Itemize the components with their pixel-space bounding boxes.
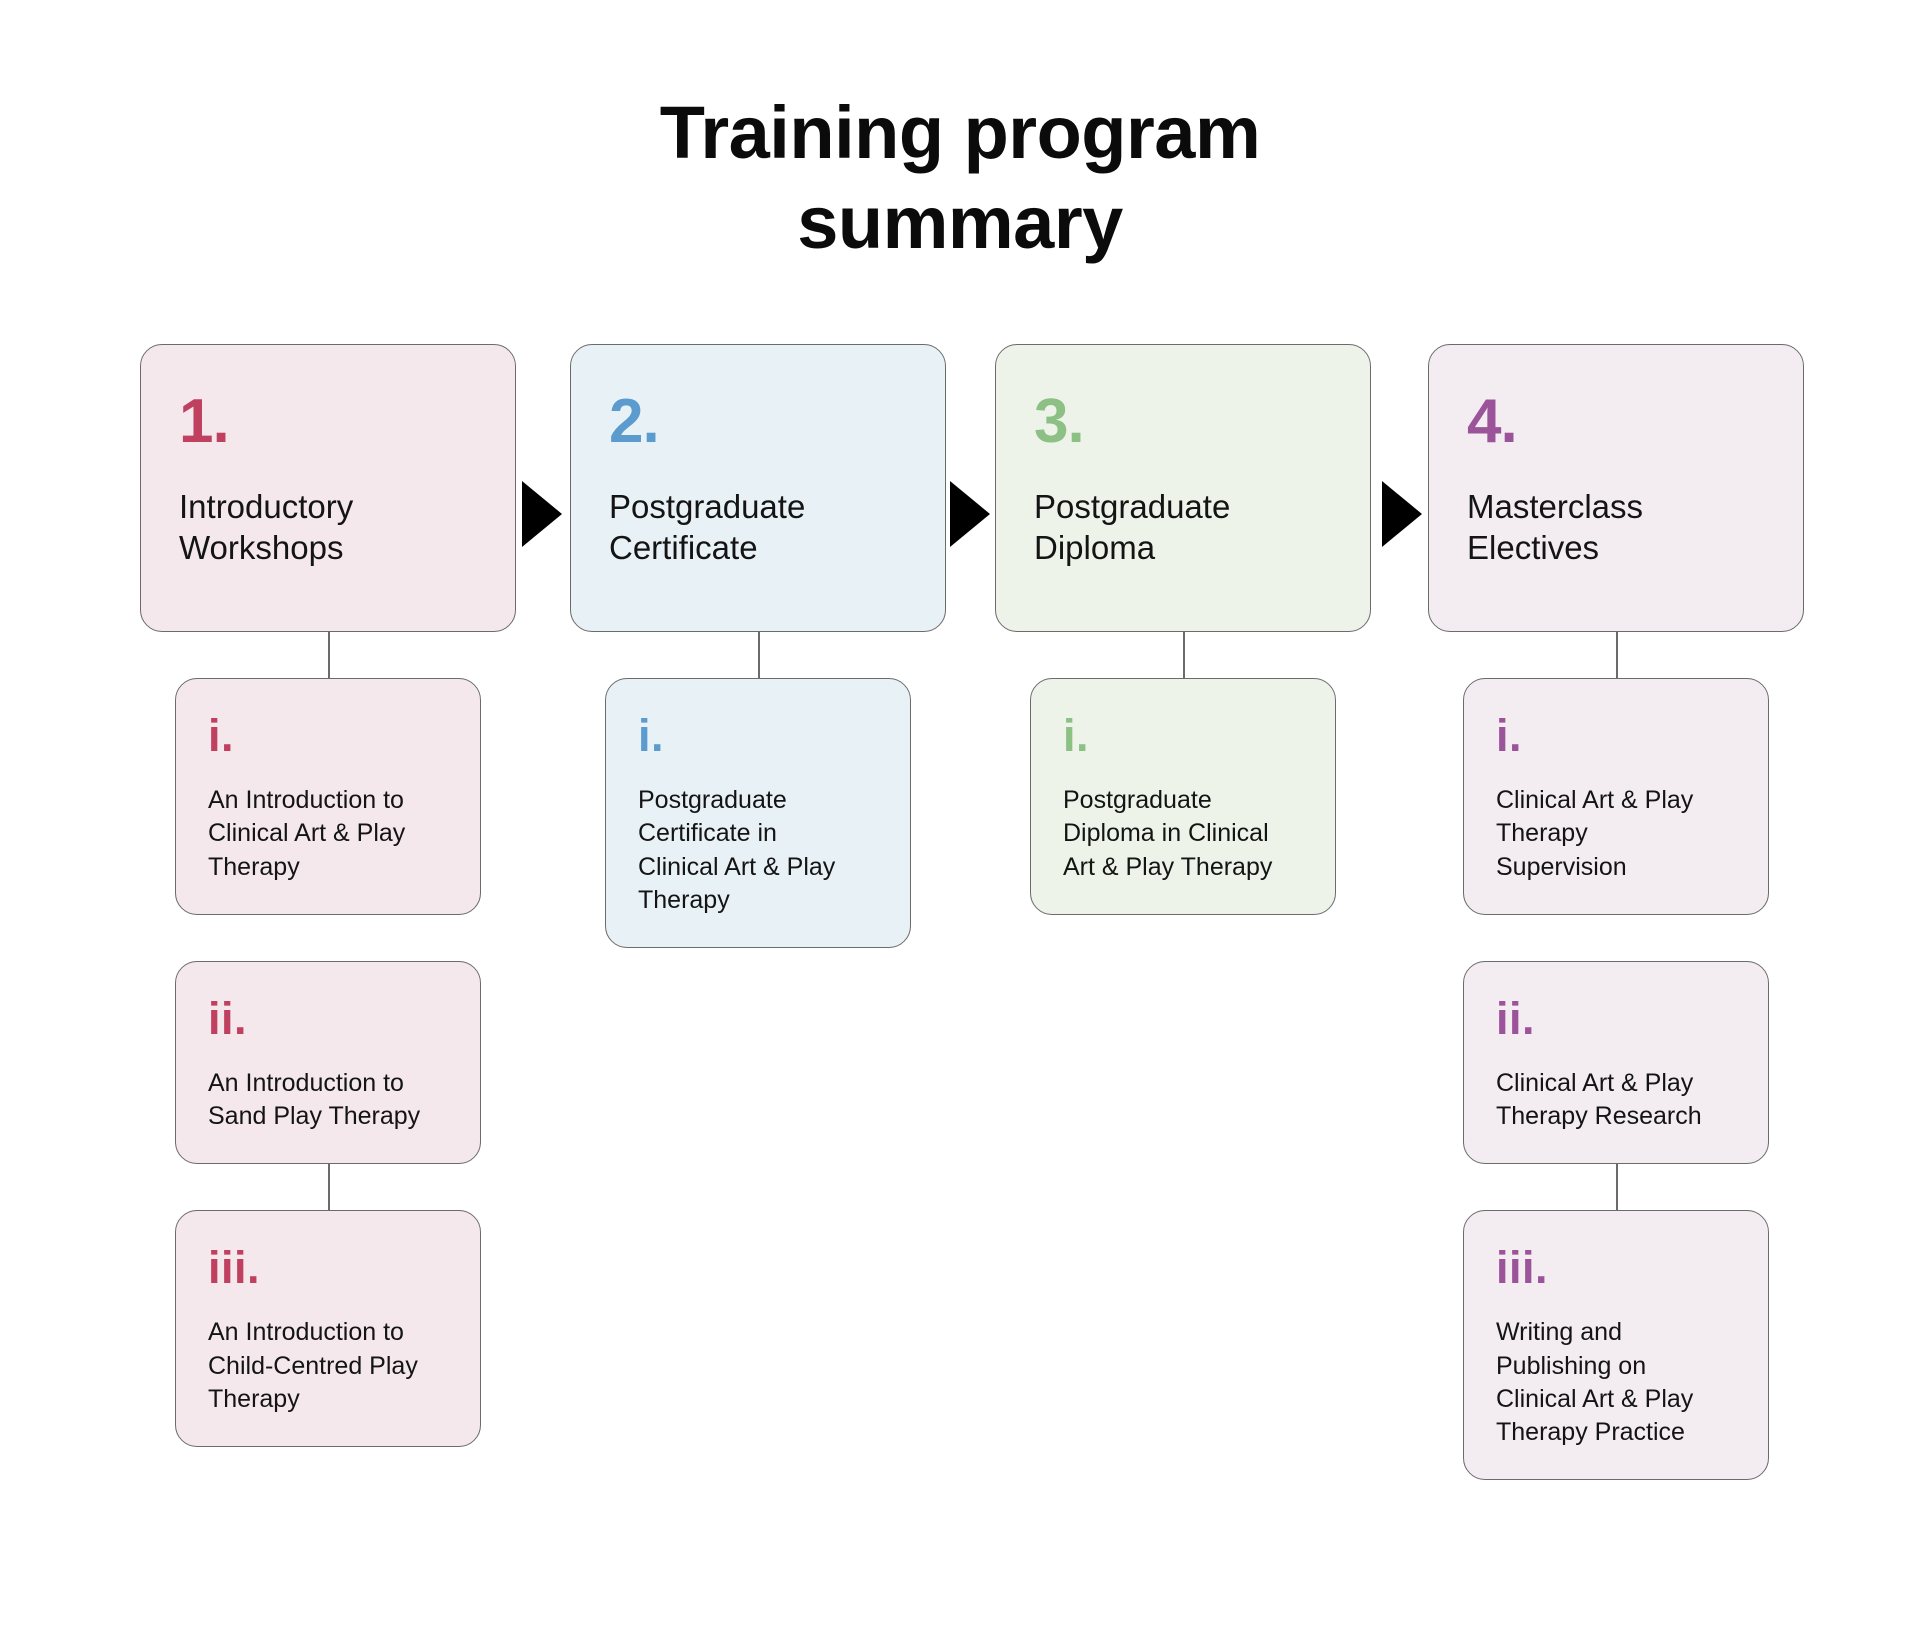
stage-1-item-iii-text: An Introduction to Child-Centred Play Th… — [208, 1318, 418, 1413]
arrow-right-icon-stage1-to-stage2 — [522, 481, 562, 547]
connector-stage4-to-item1 — [1616, 632, 1618, 678]
stage-4-item-i[interactable]: i. Clinical Art & Play Therapy Supervisi… — [1463, 678, 1769, 915]
stage-label-1: Introductory Workshops — [179, 488, 354, 566]
stage-4-item-iii-text: Writing and Publishing on Clinical Art &… — [1496, 1318, 1694, 1446]
page-title-line-1: Training program — [659, 90, 1261, 174]
stage-card-1[interactable]: 1. Introductory Workshops — [140, 344, 516, 632]
stage-1-item-i-text: An Introduction to Clinical Art & Play T… — [208, 786, 406, 881]
stage-1-item-list: i. An Introduction to Clinical Art & Pla… — [140, 678, 516, 1447]
stage-3-item-i[interactable]: i. Postgraduate Diploma in Clinical Art … — [1030, 678, 1336, 915]
stage-1-item-ii[interactable]: ii. An Introduction to Sand Play Therapy — [175, 960, 481, 1165]
stage-number-3: 3. — [1034, 387, 1085, 456]
stage-2-item-i-numeral: i. — [638, 710, 665, 761]
stage-column-1: 1. Introductory Workshops i. An Introduc… — [140, 344, 516, 1447]
page-title-line-2: summary — [797, 180, 1123, 264]
stage-column-2: 2. Postgraduate Certificate i. Postgradu… — [570, 344, 946, 948]
stage-3-item-i-numeral: i. — [1063, 710, 1090, 761]
stage-1-item-i-numeral: i. — [208, 710, 235, 761]
stage-4-item-i-text: Clinical Art & Play Therapy Supervision — [1496, 786, 1694, 881]
stage-1-item-iii-numeral: iii. — [208, 1242, 261, 1294]
stage-column-3: 3. Postgraduate Diploma i. Postgraduate … — [995, 344, 1371, 915]
stage-4-item-i-numeral: i. — [1496, 710, 1523, 761]
stage-column-4: 4. Masterclass Electives i. Clinical Art… — [1428, 344, 1804, 1481]
page-title: Training program summary — [0, 88, 1920, 269]
stage-2-item-list: i. Postgraduate Certificate in Clinical … — [570, 678, 946, 948]
connector-stage1-to-item1 — [328, 632, 330, 678]
stage-card-4[interactable]: 4. Masterclass Electives — [1428, 344, 1804, 632]
stage-1-item-ii-text: An Introduction to Sand Play Therapy — [208, 1068, 421, 1130]
stage-label-4: Masterclass Electives — [1467, 488, 1644, 566]
stage-3-item-i-text: Postgraduate Diploma in Clinical Art & P… — [1063, 786, 1273, 881]
stage-4-item-ii-text: Clinical Art & Play Therapy Research — [1496, 1068, 1702, 1130]
stage-number-1: 1. — [179, 387, 230, 456]
stage-4-item-iii[interactable]: iii. Writing and Publishing on Clinical … — [1463, 1210, 1769, 1481]
stage-4-item-iii-numeral: iii. — [1496, 1242, 1549, 1294]
stage-4-item-ii-numeral: ii. — [1496, 992, 1536, 1044]
stage-1-item-i[interactable]: i. An Introduction to Clinical Art & Pla… — [175, 678, 481, 915]
stage-1-item-ii-numeral: ii. — [208, 992, 248, 1044]
stage-label-3: Postgraduate Diploma — [1034, 488, 1231, 566]
stage-2-item-i-text: Postgraduate Certificate in Clinical Art… — [638, 786, 836, 914]
stage-2-item-i[interactable]: i. Postgraduate Certificate in Clinical … — [605, 678, 911, 948]
stage-4-item-ii[interactable]: ii. Clinical Art & Play Therapy Research — [1463, 960, 1769, 1165]
connector-stage2-to-item1 — [758, 632, 760, 678]
stage-number-2: 2. — [609, 387, 660, 456]
stage-3-item-list: i. Postgraduate Diploma in Clinical Art … — [995, 678, 1371, 915]
stage-card-2[interactable]: 2. Postgraduate Certificate — [570, 344, 946, 632]
arrow-right-icon-stage2-to-stage3 — [950, 481, 990, 547]
stage-label-2: Postgraduate Certificate — [609, 488, 806, 566]
arrow-right-icon-stage3-to-stage4 — [1382, 481, 1422, 547]
stage-card-3[interactable]: 3. Postgraduate Diploma — [995, 344, 1371, 632]
stage-4-item-list: i. Clinical Art & Play Therapy Supervisi… — [1428, 678, 1804, 1481]
stage-1-item-iii[interactable]: iii. An Introduction to Child-Centred Pl… — [175, 1210, 481, 1447]
connector-stage3-to-item1 — [1183, 632, 1185, 678]
stage-number-4: 4. — [1467, 387, 1518, 456]
